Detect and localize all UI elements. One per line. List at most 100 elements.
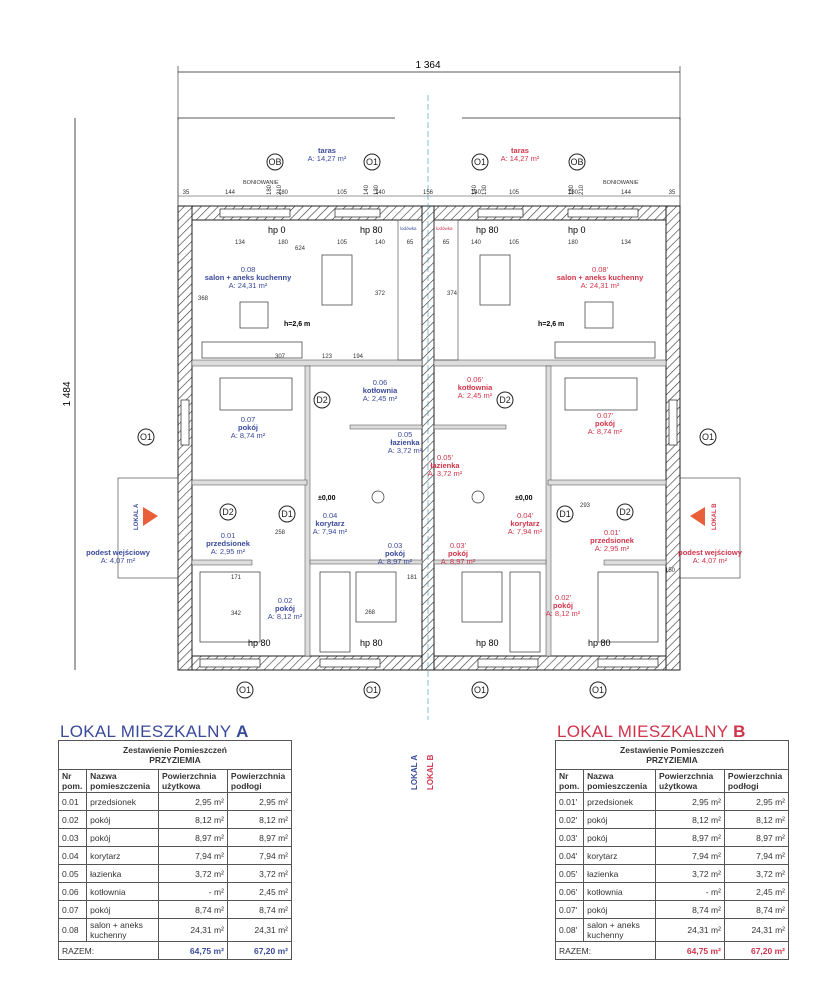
door-type-marker-label: D2 bbox=[499, 395, 511, 405]
level-a: ±0,00 bbox=[318, 495, 336, 502]
unit-b-room-area: A: 8,97 m² bbox=[441, 557, 476, 566]
unit-a-room-area: A: 7,94 m² bbox=[313, 527, 348, 536]
unit-a-room-name: taras bbox=[318, 146, 336, 155]
table-cell: 24,31 m² bbox=[723, 918, 790, 942]
fridge-label: lodówka bbox=[436, 226, 453, 231]
window-type-marker-label: O1 bbox=[239, 685, 251, 695]
table-cell: 0.07 bbox=[57, 900, 88, 919]
table-cell: 0.03' bbox=[554, 828, 585, 847]
table-cell: 0.04' bbox=[554, 846, 585, 865]
sill-dim: 130 bbox=[374, 184, 380, 195]
column-header: Powierzchnia podłogi bbox=[723, 769, 790, 793]
dimension-label: 180 bbox=[568, 240, 579, 246]
unit-a-room-name: salon + aneks kuchenny bbox=[205, 273, 292, 282]
unit-b-room-area: A: 4,07 m² bbox=[693, 556, 728, 565]
table-cell: 8,97 m² bbox=[654, 828, 725, 847]
door-type-marker-label: D2 bbox=[222, 507, 234, 517]
unit-b-room-area: A: 2,95 m² bbox=[595, 544, 630, 553]
unit-b-room-name: przedsionek bbox=[590, 536, 635, 545]
table-cell: łazienka bbox=[583, 864, 656, 883]
unit-a-room-name: pokój bbox=[238, 423, 258, 432]
window-type-marker bbox=[236, 681, 254, 699]
unit-b-room-name: łazienka bbox=[430, 461, 460, 470]
ceiling-height-a: h=2,6 m bbox=[284, 321, 310, 328]
dimension-label: 140 bbox=[471, 190, 482, 196]
overall-width-dimension: 1 364 bbox=[177, 60, 681, 120]
table-subtitle: PRZYZIEMIA bbox=[149, 755, 201, 765]
sill-dim: 130 bbox=[482, 184, 488, 195]
window-type-marker bbox=[266, 153, 284, 171]
unit-a-room-name: podest wejściowy bbox=[86, 548, 151, 557]
table-cell: 24,31 m² bbox=[226, 918, 293, 942]
table-cell: 8,74 m² bbox=[654, 900, 725, 919]
unit-a-room-number: 0.02 bbox=[278, 596, 293, 605]
dimension-label: 140 bbox=[471, 240, 482, 246]
table-cell: pokój bbox=[86, 828, 159, 847]
dimension-label: 181 bbox=[407, 575, 418, 581]
table-cell: 8,74 m² bbox=[226, 900, 293, 919]
table-cell: 2,45 m² bbox=[723, 882, 790, 901]
total-floor-area: 67,20 m² bbox=[226, 941, 293, 960]
total-label: RAZEM: bbox=[58, 941, 159, 960]
total-floor-area: 67,20 m² bbox=[723, 941, 790, 960]
unit-a-room-name: łazienka bbox=[390, 438, 420, 447]
door-type-marker-label: D2 bbox=[316, 395, 328, 405]
window-type-marker-label: O1 bbox=[474, 685, 486, 695]
dimension-label: 134 bbox=[621, 240, 632, 246]
table-cell: łazienka bbox=[86, 864, 159, 883]
table-cell: 3,72 m² bbox=[226, 864, 293, 883]
table-cell: korytarz bbox=[583, 846, 656, 865]
column-header: Powierzchnia użytkowa bbox=[157, 769, 228, 793]
table-cell: 24,31 m² bbox=[157, 918, 228, 942]
table-cell: 0.03 bbox=[57, 828, 88, 847]
dimension-label: 180 bbox=[278, 190, 289, 196]
unit-b-room-number: 0.08' bbox=[592, 265, 609, 274]
unit-b-room-name: taras bbox=[511, 146, 529, 155]
unit-b-room-name: pokój bbox=[595, 419, 615, 428]
table-cell: 0.02' bbox=[554, 810, 585, 829]
unit-b-room-area: A: 14,27 m² bbox=[501, 154, 540, 163]
unit-b-room-area: A: 3,72 m² bbox=[428, 469, 463, 478]
table-cell: 0.01' bbox=[554, 792, 585, 811]
table-cell: pokój bbox=[86, 810, 159, 829]
dimension-label: 372 bbox=[375, 291, 386, 297]
unit-a-room-area: A: 8,74 m² bbox=[231, 431, 266, 440]
unit-b-room-number: 0.01' bbox=[604, 528, 621, 537]
window-type-marker bbox=[471, 681, 489, 699]
door-type-marker-label: D1 bbox=[559, 509, 571, 519]
dimension-label: 342 bbox=[231, 611, 242, 617]
dimension-label: 134 bbox=[235, 240, 246, 246]
table-cell: 2,45 m² bbox=[226, 882, 293, 901]
unit-a-room-name: korytarz bbox=[315, 519, 344, 528]
unit-a-room-number: 0.01 bbox=[221, 531, 236, 540]
dimension-label: 307 bbox=[275, 354, 286, 360]
unit-b-room-number: 0.06' bbox=[467, 375, 484, 384]
unit-a-room-number: 0.06 bbox=[373, 378, 388, 387]
table-cell: 8,12 m² bbox=[654, 810, 725, 829]
dimension-label: 368 bbox=[198, 296, 209, 302]
table-cell: 8,12 m² bbox=[226, 810, 293, 829]
unit-b-room-name: pokój bbox=[553, 601, 573, 610]
unit-a-room-name: kotłownia bbox=[363, 386, 398, 395]
unit-a-room-area: A: 24,31 m² bbox=[229, 281, 268, 290]
dimension-label: 123 bbox=[322, 354, 333, 360]
sill-dim: 140 bbox=[472, 184, 478, 195]
sill-dim: 210 bbox=[277, 184, 283, 195]
title-letter: B bbox=[733, 722, 746, 741]
table-title: Zestawienie Pomieszczeń bbox=[123, 745, 227, 755]
furniture bbox=[199, 254, 659, 653]
dimension-label: 65 bbox=[407, 240, 414, 246]
table-cell: korytarz bbox=[86, 846, 159, 865]
